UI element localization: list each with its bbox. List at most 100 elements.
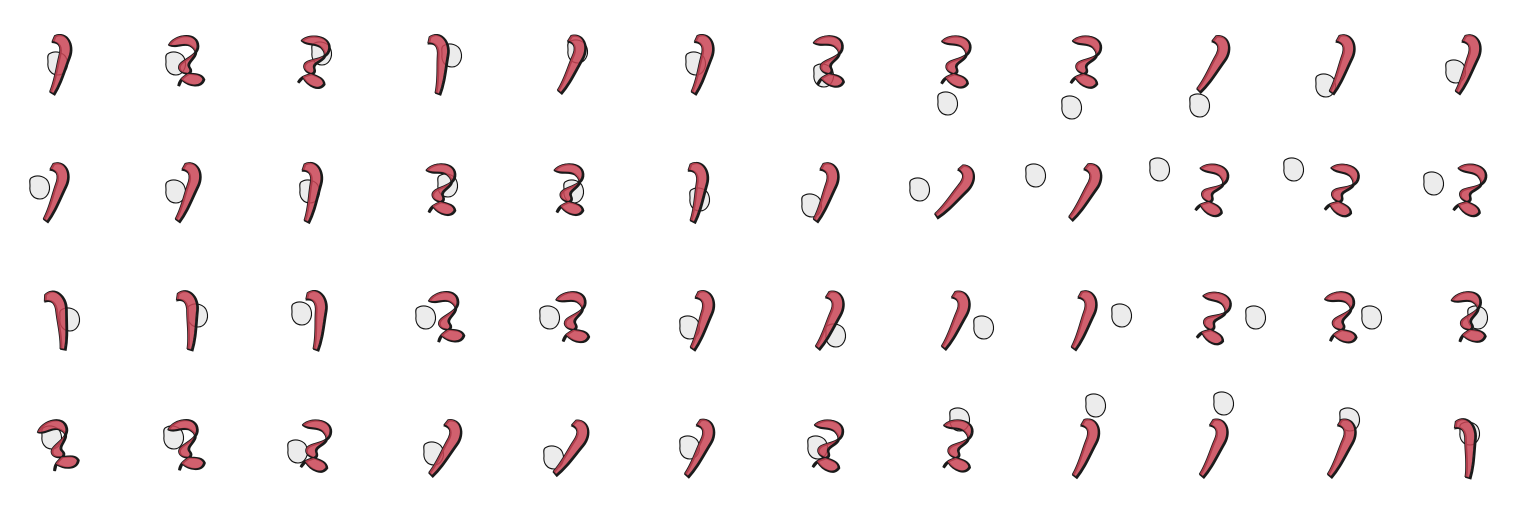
- render-thumbnail: [384, 256, 512, 384]
- red-twisted-ribbon-icon: [43, 291, 67, 350]
- render-thumbnail: [768, 0, 896, 128]
- thumbnail-canvas: [1445, 34, 1482, 96]
- thumbnail-canvas: [801, 162, 840, 224]
- render-thumbnail: [512, 128, 640, 256]
- render-thumbnail: [1024, 384, 1152, 512]
- thumbnail-canvas: [287, 419, 333, 473]
- render-thumbnail: [128, 384, 256, 512]
- red-twisted-ribbon-icon: [49, 34, 71, 95]
- render-thumbnail: [1280, 384, 1408, 512]
- render-thumbnail: [1149, 128, 1280, 256]
- red-twisted-ribbon-icon: [1194, 163, 1228, 216]
- render-thumbnail: [896, 256, 1024, 384]
- render-thumbnail: [1280, 128, 1408, 256]
- thumbnail-canvas: [165, 162, 202, 224]
- thumbnail-canvas: [539, 291, 591, 344]
- render-thumbnail: [1408, 0, 1536, 128]
- red-twisted-ribbon-icon: [1068, 163, 1101, 221]
- red-twisted-ribbon-icon: [1196, 35, 1229, 93]
- thumbnail-canvas: [165, 35, 206, 87]
- render-thumbnail: [768, 256, 896, 384]
- thumbnail-canvas: [163, 419, 206, 471]
- red-twisted-ribbon-icon: [42, 162, 68, 222]
- white-blob-icon: [679, 315, 701, 340]
- red-twisted-ribbon-icon: [1069, 35, 1101, 88]
- thumbnail-canvas: [1195, 291, 1267, 346]
- red-twisted-ribbon-icon: [167, 35, 204, 86]
- thumbnail-canvas: [29, 162, 70, 224]
- white-blob-icon: [973, 315, 995, 340]
- red-twisted-ribbon-icon: [1454, 34, 1480, 94]
- red-twisted-ribbon-icon: [305, 290, 326, 351]
- render-thumbnail: [1024, 0, 1152, 128]
- render-thumbnail: [1408, 128, 1536, 256]
- red-twisted-ribbon-icon: [940, 35, 970, 88]
- render-thumbnail: [128, 256, 256, 384]
- thumbnail-canvas: [814, 290, 847, 352]
- red-twisted-ribbon-icon: [427, 291, 464, 342]
- render-thumbnail: [1408, 256, 1536, 384]
- red-twisted-ribbon-icon: [690, 34, 713, 95]
- white-blob-icon: [1149, 157, 1171, 182]
- white-blob-icon: [29, 175, 51, 200]
- thumbnail-canvas: [679, 290, 716, 352]
- thumbnail-canvas: [553, 163, 585, 217]
- render-thumbnail: [640, 0, 768, 128]
- render-thumbnail: [256, 256, 384, 384]
- thumbnail-canvas: [556, 34, 589, 96]
- thumbnail-canvas: [291, 290, 328, 352]
- thumbnail-canvas: [940, 290, 995, 352]
- render-thumbnail: [1280, 0, 1408, 128]
- render-thumbnail: [256, 0, 384, 128]
- render-thumbnail: [768, 384, 896, 512]
- thumbnail-canvas: [1189, 35, 1231, 118]
- red-twisted-ribbon-icon: [555, 291, 589, 342]
- render-thumbnail: [256, 128, 384, 256]
- thumbnail-canvas: [175, 290, 209, 352]
- white-blob-icon: [1283, 157, 1305, 182]
- red-twisted-ribbon-icon: [814, 290, 844, 350]
- white-blob-icon: [415, 305, 437, 330]
- render-thumbnail: [1152, 0, 1280, 128]
- white-blob-icon: [1025, 163, 1047, 188]
- render-thumbnail: [896, 128, 1024, 256]
- red-twisted-ribbon-icon: [1198, 418, 1228, 478]
- white-blob-icon: [165, 179, 187, 204]
- red-twisted-ribbon-icon: [689, 290, 714, 350]
- render-thumbnail: [512, 256, 640, 384]
- red-twisted-ribbon-icon: [812, 35, 844, 87]
- white-blob-icon: [1213, 391, 1235, 416]
- render-thumbnail: [0, 384, 128, 512]
- thumbnail-canvas: [685, 34, 715, 96]
- thumbnail-canvas: [687, 162, 711, 225]
- white-blob-icon: [291, 301, 313, 326]
- render-thumbnail: [384, 384, 512, 512]
- red-twisted-ribbon-icon: [301, 162, 322, 223]
- render-thumbnail: [384, 0, 512, 128]
- thumbnail-canvas: [1198, 391, 1235, 480]
- thumbnail-canvas: [425, 163, 459, 217]
- render-thumbnail: [640, 256, 768, 384]
- red-twisted-ribbon-icon: [552, 419, 588, 476]
- red-twisted-ribbon-icon: [811, 419, 843, 472]
- render-thumbnail: [768, 128, 896, 256]
- render-thumbnail: [0, 0, 128, 128]
- thumbnail-canvas: [427, 34, 463, 96]
- red-twisted-ribbon-icon: [553, 163, 583, 215]
- white-blob-icon: [543, 445, 565, 470]
- red-twisted-ribbon-icon: [1323, 163, 1359, 216]
- red-twisted-ribbon-icon: [1195, 291, 1231, 344]
- red-twisted-ribbon-icon: [683, 418, 714, 477]
- thumbnail-canvas: [1450, 291, 1489, 343]
- thumbnail-canvas: [1025, 163, 1103, 223]
- red-twisted-ribbon-icon: [1326, 418, 1356, 478]
- render-thumbnail: [128, 128, 256, 256]
- thumbnail-canvas: [1326, 407, 1361, 480]
- red-twisted-ribbon-icon: [934, 164, 974, 218]
- thumbnail-canvas: [807, 419, 845, 473]
- red-twisted-ribbon-icon: [1071, 418, 1099, 478]
- thumbnail-canvas: [1423, 163, 1488, 218]
- render-thumbnail: [1024, 128, 1152, 256]
- thumbnail-canvas: [1071, 393, 1107, 480]
